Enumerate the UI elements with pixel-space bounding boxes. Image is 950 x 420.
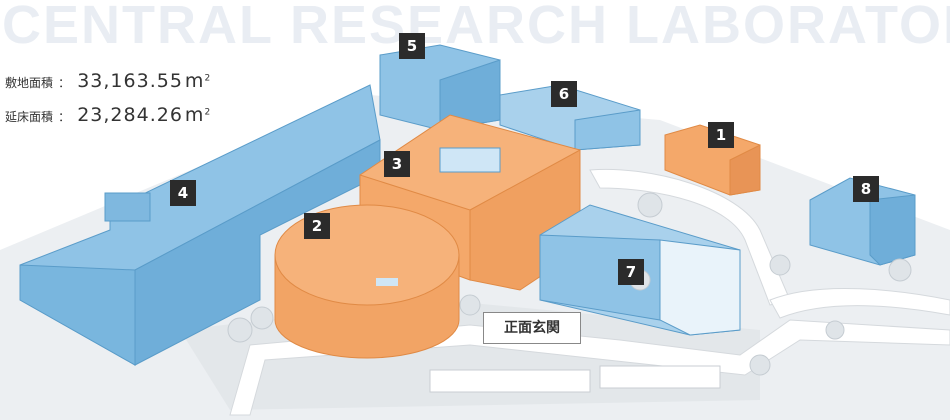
site-area-value: 33,163.55 [77, 70, 183, 92]
main-entrance-label: 正面玄関 [483, 312, 581, 344]
building-badge-4[interactable]: 4 [170, 180, 196, 206]
building-badge-2[interactable]: 2 [304, 213, 330, 239]
trees [227, 192, 912, 376]
watermark-title: CENTRAL RESEARCH LABORATORY [2, 0, 950, 55]
building-8-shape [809, 177, 916, 266]
building-4-shape [19, 84, 381, 366]
floor-area-unit-power: 2 [204, 107, 211, 118]
floor-area-label: 延床面積 [5, 110, 54, 124]
building-badge-3[interactable]: 3 [384, 151, 410, 177]
site-area-separator: ： [58, 76, 71, 90]
building-5-shape [379, 44, 501, 131]
site-area-label: 敷地面積 [5, 76, 54, 90]
floor-area-separator: ： [58, 110, 71, 124]
floor-area-unit: m [184, 104, 205, 126]
floor-area-value: 23,284.26 [77, 104, 183, 126]
building-badge-5[interactable]: 5 [399, 33, 425, 59]
building-badge-7[interactable]: 7 [618, 259, 644, 285]
parking-lot [429, 365, 721, 393]
road-right [769, 287, 950, 319]
building-badge-1[interactable]: 1 [708, 122, 734, 148]
building-badge-6[interactable]: 6 [551, 81, 577, 107]
building-6-shape [499, 84, 641, 151]
site-area-unit: m [184, 70, 205, 92]
building-2-shape [274, 204, 460, 359]
site-area-unit-power: 2 [204, 73, 211, 84]
building-1-shape [664, 124, 761, 196]
building-badge-8[interactable]: 8 [853, 176, 879, 202]
